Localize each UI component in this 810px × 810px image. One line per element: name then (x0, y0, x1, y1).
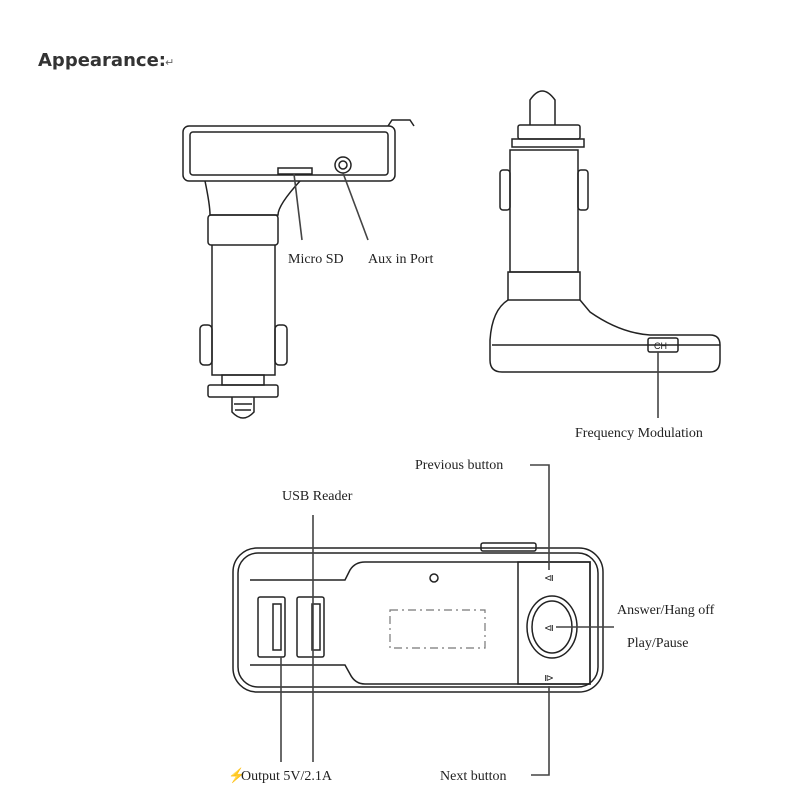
previous-icon: ⧏ (544, 573, 554, 584)
micro-sd-slot (277, 167, 313, 175)
section-title: Appearance: (38, 50, 166, 71)
ch-button (647, 337, 679, 353)
frequency-modulation-label: Frequency Modulation (575, 426, 703, 441)
play-pause-icon: ⧏ (544, 623, 554, 634)
previous-leader-line (530, 464, 550, 570)
return-mark: ↵ (165, 56, 174, 69)
device-side-view: CH (489, 90, 721, 373)
micro-sd-leader-line (293, 173, 303, 241)
lightning-icon: ⚡ (228, 767, 245, 784)
output-label: Output 5V/2.1A (241, 769, 333, 784)
next-leader-line (531, 686, 550, 776)
device-top-view: ⧏ ⧏ ⧐ (232, 542, 604, 693)
next-icon: ⧐ (544, 673, 554, 684)
aux-port-leader-line (342, 172, 369, 241)
device-front-view (182, 119, 415, 419)
aux-port-icon (334, 156, 352, 174)
ch-button-label: CH (654, 341, 667, 351)
micro-sd-label: Micro SD (288, 252, 344, 267)
usb-port-reader (296, 596, 325, 658)
aux-port-label: Aux in Port (368, 252, 433, 267)
play-pause-label: Play/Pause (627, 636, 688, 651)
display-area (389, 609, 486, 649)
next-button-label: Next button (440, 769, 507, 784)
usb-port-output (257, 596, 286, 658)
usb-reader-label: USB Reader (282, 489, 353, 504)
previous-button-label: Previous button (415, 458, 503, 473)
answer-hang-off-label: Answer/Hang off (617, 603, 715, 618)
